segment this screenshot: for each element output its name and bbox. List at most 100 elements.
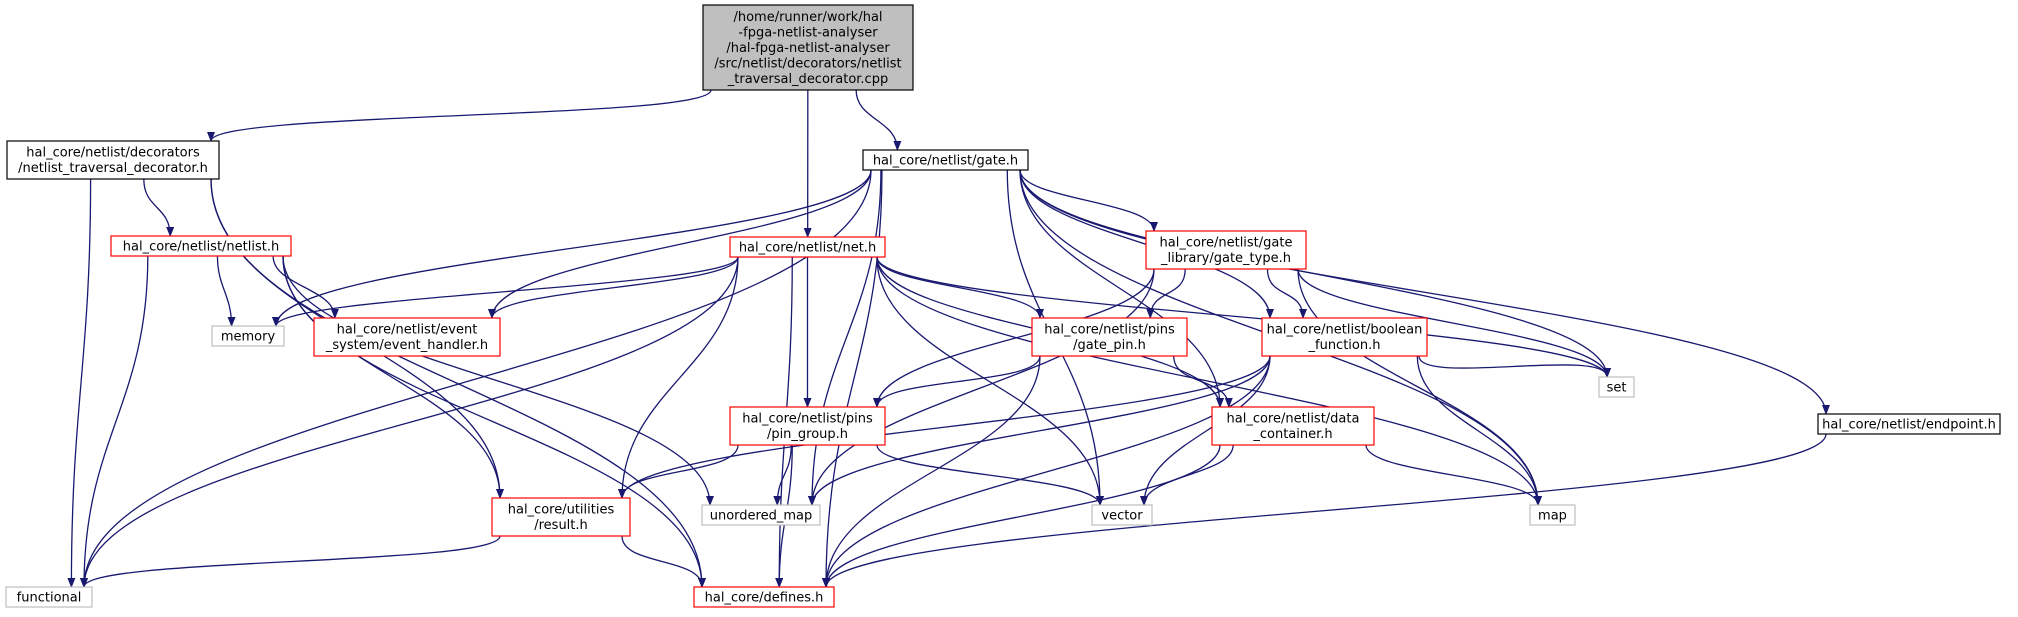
node-label: memory — [221, 329, 276, 344]
edge-root-to-gate — [855, 89, 902, 151]
edge-net-to-functional — [80, 256, 739, 588]
edge-netlist-to-result — [282, 255, 504, 499]
edge-gate-to-boolean — [1019, 169, 1274, 319]
edge-netlist-to-event — [272, 255, 339, 319]
node-label: /result.h — [534, 518, 588, 533]
node-box — [5, 586, 93, 608]
node-box — [862, 149, 1029, 171]
edge-net-to-event — [488, 256, 739, 319]
node-label: _library/gate_type.h — [1160, 251, 1291, 266]
node-ntd[interactable]: hal_core/netlist/decorators/netlist_trav… — [6, 140, 220, 180]
edge-gatetype-to-map — [1297, 268, 1542, 506]
node-label: -fpga-netlist-analyser — [738, 25, 878, 40]
node-box — [701, 504, 821, 526]
node-memory[interactable]: memory — [211, 325, 285, 347]
node-unordered-map[interactable]: unordered_map — [701, 504, 821, 526]
node-box — [729, 406, 886, 446]
node-label: _container.h — [1252, 427, 1332, 442]
edge-boolean-to-map — [1416, 355, 1542, 506]
edge-boolean-to-result — [618, 355, 1271, 499]
node-box — [1529, 504, 1576, 526]
edge-gate-to-datacontainer — [1019, 169, 1224, 408]
node-box — [491, 497, 631, 537]
node-gate[interactable]: hal_core/netlist/gate.h — [862, 149, 1029, 171]
edge-gate-to-gatetype — [1019, 169, 1158, 232]
node-label: hal_core/netlist/net.h — [739, 240, 876, 255]
node-label: hal_core/defines.h — [705, 590, 824, 605]
node-label: hal_core/netlist/data — [1227, 412, 1360, 427]
node-label: hal_core/netlist/pins — [742, 412, 873, 427]
node-box — [1031, 317, 1188, 357]
node-label: hal_core/netlist/event — [337, 323, 478, 338]
node-box — [1817, 413, 2001, 435]
edge-net-to-memory — [272, 256, 739, 327]
edge-net-to-set — [876, 256, 1611, 378]
edge-boolean-to-defines — [822, 355, 1271, 588]
node-box — [1261, 317, 1428, 357]
node-event[interactable]: hal_core/netlist/event_system/event_hand… — [313, 317, 501, 357]
node-datacontainer[interactable]: hal_core/netlist/data_container.h — [1211, 406, 1375, 446]
edge-datacontainer-to-vector — [1140, 444, 1234, 506]
edge-pingroup-to-result — [618, 444, 739, 499]
edge-netlist-to-defines — [282, 255, 706, 588]
node-root[interactable]: /home/runner/work/hal-fpga-netlist-analy… — [702, 4, 914, 91]
node-label: /src/netlist/decorators/netlist — [714, 56, 901, 71]
edge-datacontainer-to-defines — [822, 444, 1221, 588]
edge-gate-to-event — [488, 169, 872, 319]
edge-boolean-to-vector — [1140, 355, 1271, 506]
node-box — [1598, 376, 1635, 398]
node-label: hal_core/netlist/pins — [1044, 323, 1175, 338]
node-box — [1145, 230, 1307, 270]
edge-ntd-to-netlist — [143, 178, 175, 237]
node-endpoint[interactable]: hal_core/netlist/endpoint.h — [1817, 413, 2001, 435]
node-gatetype[interactable]: hal_core/netlist/gate_library/gate_type.… — [1145, 230, 1307, 270]
node-label: hal_core/netlist/decorators — [26, 146, 200, 161]
node-box — [1091, 504, 1153, 526]
edge-endpoint-to-defines — [822, 433, 1827, 588]
edge-gate-to-memory — [272, 169, 872, 327]
edge-gatetype-to-set — [1297, 268, 1611, 378]
edge-gatetype-to-boolean — [1266, 268, 1308, 319]
node-label: /home/runner/work/hal — [733, 10, 882, 25]
edge-gatetype-to-pingroup — [873, 268, 1155, 408]
node-label: map — [1538, 508, 1567, 523]
node-label: unordered_map — [710, 508, 813, 523]
node-map[interactable]: map — [1529, 504, 1576, 526]
edge-root-to-ntd — [207, 89, 712, 142]
node-label: /netlist_traversal_decorator.h — [18, 161, 208, 176]
edge-net-to-result — [618, 256, 739, 499]
node-result[interactable]: hal_core/utilities/result.h — [491, 497, 631, 537]
edge-gate-to-defines — [822, 169, 883, 588]
edge-boolean-to-unordered-map — [808, 355, 1271, 506]
edge-gatepin-to-defines — [822, 355, 1041, 588]
edge-gate-to-unordered-map — [808, 169, 882, 506]
node-defines[interactable]: hal_core/defines.h — [693, 586, 835, 608]
edge-result-to-functional — [80, 535, 501, 588]
node-box — [693, 586, 835, 608]
edge-pingroup-to-unordered-map — [773, 444, 792, 506]
node-label: hal_core/netlist/endpoint.h — [1822, 417, 1996, 432]
node-set[interactable]: set — [1598, 376, 1635, 398]
edge-ntd-to-functional — [67, 178, 92, 588]
node-label: _system/event_handler.h — [325, 338, 488, 353]
edge-net-to-map — [876, 256, 1542, 506]
node-label: hal_core/netlist/netlist.h — [123, 239, 279, 254]
node-functional[interactable]: functional — [5, 586, 93, 608]
node-gatepin[interactable]: hal_core/netlist/pins/gate_pin.h — [1031, 317, 1188, 357]
node-box — [729, 236, 886, 258]
edge-net-to-gatepin — [876, 256, 1044, 319]
node-box — [702, 4, 914, 91]
node-label: hal_core/netlist/boolean — [1267, 323, 1423, 338]
edge-gate-to-endpoint — [1019, 169, 1830, 415]
edge-gatepin-to-datacontainer — [1173, 355, 1233, 408]
node-net[interactable]: hal_core/netlist/net.h — [729, 236, 886, 258]
node-label: hal_core/netlist/gate — [1160, 236, 1293, 251]
node-boolean[interactable]: hal_core/netlist/boolean_function.h — [1261, 317, 1428, 357]
node-label: /hal-fpga-netlist-analyser — [726, 41, 890, 56]
node-vector[interactable]: vector — [1091, 504, 1153, 526]
node-pingroup[interactable]: hal_core/netlist/pins/pin_group.h — [729, 406, 886, 446]
node-netlist[interactable]: hal_core/netlist/netlist.h — [110, 235, 292, 257]
node-box — [6, 140, 220, 180]
node-label: _function.h — [1308, 338, 1381, 353]
